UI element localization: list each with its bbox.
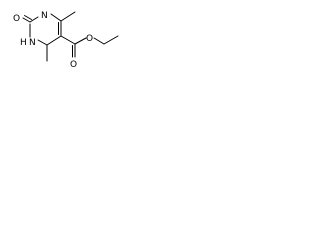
- bond-ethyl-ch2-ch3: [103, 35, 119, 45]
- bond-c2-o-double-b: [24, 15, 32, 20]
- bond-c6-n-bottom: [37, 39, 48, 46]
- bond-n-top-c4: [50, 13, 62, 22]
- atom-label-o-ester-single: O: [86, 34, 93, 44]
- bond-ester-c-o-single: [74, 37, 87, 45]
- atom-label-n-top: N: [41, 11, 48, 21]
- atom-label-h-bottom: H: [20, 38, 27, 48]
- bond-c4-methyl: [60, 11, 76, 22]
- bond-c5-ester-c: [60, 35, 76, 45]
- bond-c2-n-top: [29, 16, 39, 23]
- atom-label-o-carbonyl: O: [13, 14, 20, 24]
- atom-label-o-ester-double: O: [70, 60, 77, 70]
- atom-label-n-bottom: N: [29, 38, 36, 48]
- bond-c5-c6: [46, 35, 62, 46]
- chemical-structure-diagram: N N H O O O: [13, 11, 119, 70]
- bond-ester-o-ethyl: [93, 37, 105, 45]
- bond-c2-o-double-a: [22, 17, 31, 23]
